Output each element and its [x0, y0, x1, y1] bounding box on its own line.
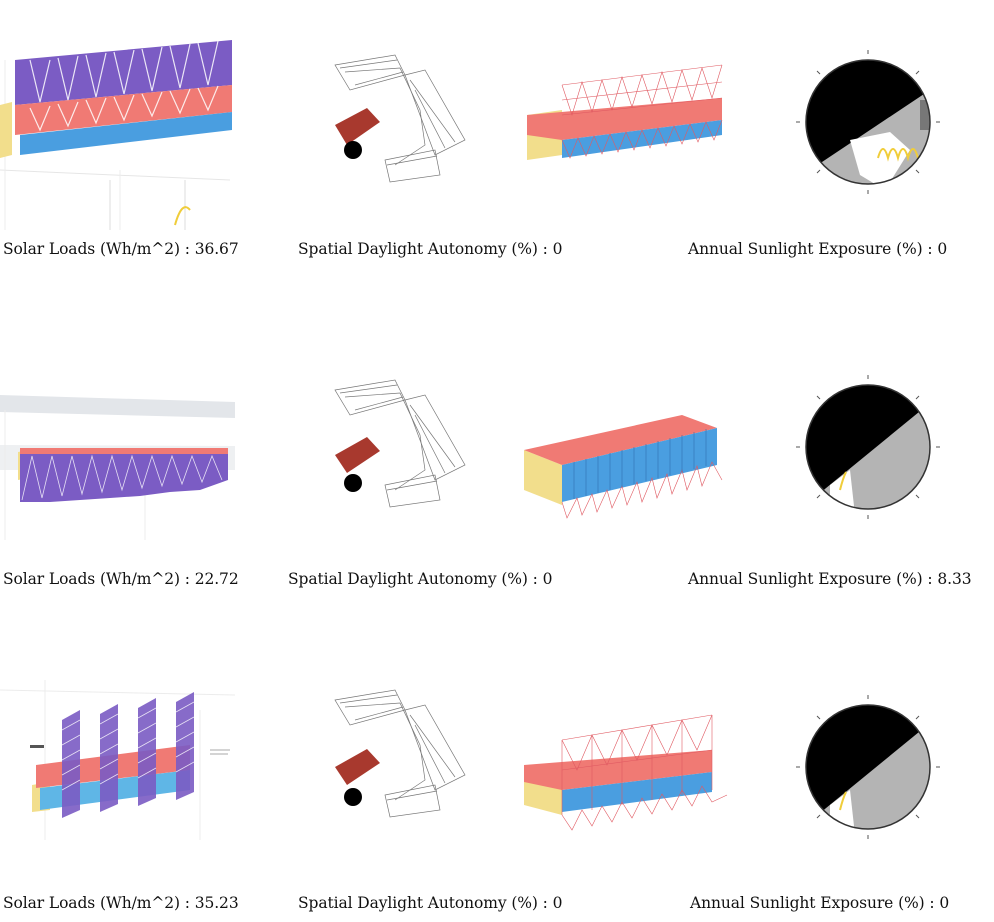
daylight-3d-view-1 — [522, 60, 732, 175]
solar-loads-label-3: Solar Loads (Wh/m^2) : 35.23 — [3, 894, 239, 912]
option-row-3: Solar Loads (Wh/m^2) : 35.23 Spatial Day… — [0, 610, 994, 922]
ase-label-3: Annual Sunlight Exposure (%) : 0 — [690, 894, 950, 912]
solar-load-view-1 — [0, 30, 240, 230]
daylight-plan-view-3 — [325, 685, 475, 820]
sunlight-dome-view-3 — [790, 685, 950, 850]
ase-label-1: Annual Sunlight Exposure (%) : 0 — [688, 240, 948, 258]
daylight-3d-view-2 — [522, 410, 732, 520]
ase-label-2: Annual Sunlight Exposure (%) : 8.33 — [688, 570, 972, 588]
option-row-1: Solar Loads (Wh/m^2) : 36.67 Spatial Day… — [0, 0, 994, 300]
solar-loads-label-2: Solar Loads (Wh/m^2) : 22.72 — [3, 570, 239, 588]
sunlight-dome-view-1 — [790, 40, 950, 205]
daylight-3d-view-3 — [522, 710, 732, 835]
daylight-plan-view-1 — [325, 50, 475, 185]
sda-label-3: Spatial Daylight Autonomy (%) : 0 — [298, 894, 563, 912]
solar-load-view-3 — [0, 670, 240, 840]
sunlight-dome-view-2 — [790, 365, 950, 530]
solar-load-view-2 — [0, 390, 240, 540]
daylight-plan-view-2 — [325, 375, 475, 510]
solar-loads-label-1: Solar Loads (Wh/m^2) : 36.67 — [3, 240, 239, 258]
option-row-2: Solar Loads (Wh/m^2) : 22.72 Spatial Day… — [0, 300, 994, 610]
sda-label-2: Spatial Daylight Autonomy (%) : 0 — [288, 570, 553, 588]
sda-label-1: Spatial Daylight Autonomy (%) : 0 — [298, 240, 563, 258]
